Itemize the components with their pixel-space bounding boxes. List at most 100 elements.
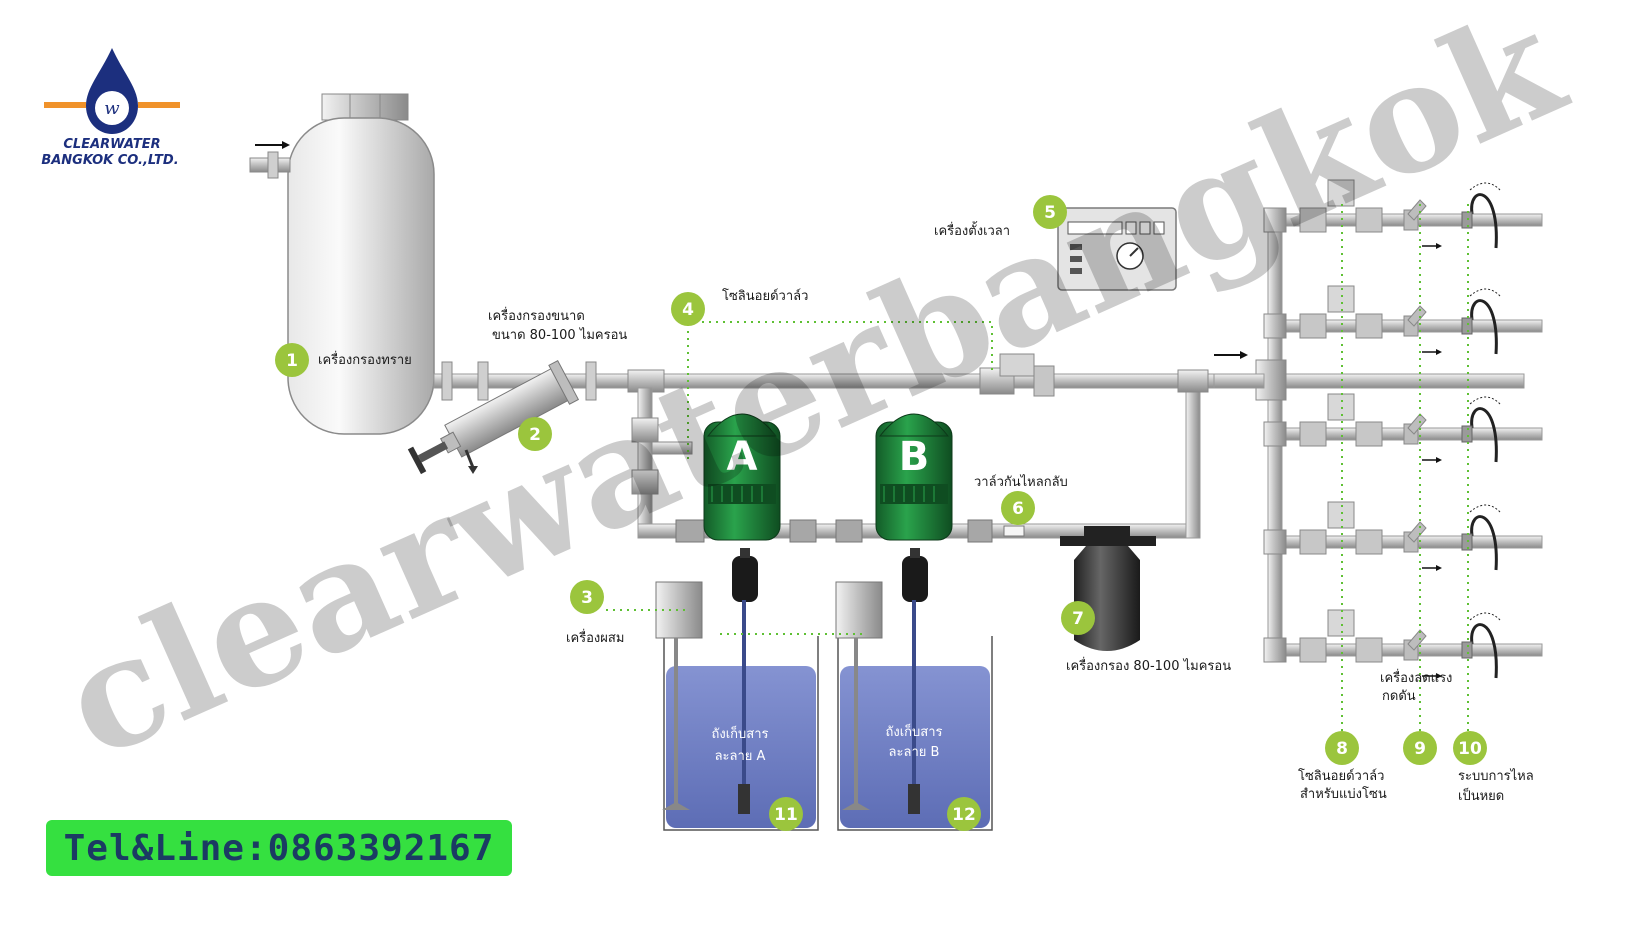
svg-text:8: 8 <box>1336 739 1348 759</box>
chemical-tank-b <box>835 581 993 831</box>
badge-6 <box>1001 491 1035 525</box>
zone-row-3 <box>1263 393 1543 463</box>
zone-flow-arrow-head <box>1436 565 1442 571</box>
drip-arc <box>1469 612 1501 621</box>
svg-text:7: 7 <box>1072 609 1084 629</box>
bypass-up-pipe <box>1185 387 1201 539</box>
logo-line2: BANGKOK CO.,LTD. <box>41 153 178 168</box>
irrigation-timer <box>1057 207 1177 291</box>
zone-row-4 <box>1263 501 1543 571</box>
zone-solenoid-icon <box>1327 285 1355 313</box>
zone-row-5 <box>1263 609 1543 679</box>
badge-11 <box>769 797 803 831</box>
pump-b-injector <box>902 556 928 602</box>
label-tank-a-line2: ละลาย A <box>715 749 766 764</box>
chemical-tank-a <box>655 581 819 831</box>
badge-1 <box>275 343 309 377</box>
zone-valve-body <box>1299 421 1327 447</box>
svg-text:11: 11 <box>774 805 798 825</box>
labels: เครื่องกรองทราย เครื่องกรองขนาด ขนาด 80-… <box>318 221 1534 804</box>
drip-emitter-icon <box>1470 299 1498 355</box>
pressure-reducer-cap <box>1407 521 1427 543</box>
dosing-pump-a: A <box>703 413 781 602</box>
pressure-reducer-cap <box>1407 629 1427 651</box>
drip-arc <box>1469 288 1501 297</box>
zone-tee <box>1263 529 1287 555</box>
mixer-inlet-pipe <box>651 441 693 455</box>
zone-valve-body <box>1355 313 1383 339</box>
label-tank-b-line2: ละลาย B <box>889 745 940 760</box>
zone-valve-body <box>1299 529 1327 555</box>
pump-a-letter: A <box>727 434 758 480</box>
zone-valve-body <box>1355 637 1383 663</box>
logo-line1: CLEARWATER <box>63 137 160 152</box>
zone-row-1 <box>1263 179 1543 249</box>
label-drip-line2: เป็นหยด <box>1458 786 1504 804</box>
drip-arc <box>1469 182 1501 191</box>
zone-flow-arrow-head <box>1436 673 1442 679</box>
label-mixer: เครื่องผสม <box>566 629 624 646</box>
label-screen-filter-line1: เครื่องกรองขนาด <box>488 307 585 324</box>
zone-valve-body <box>1355 529 1383 555</box>
pressure-reducer-cap <box>1407 413 1427 435</box>
pressure-reducer-cap <box>1407 305 1427 327</box>
badge-5 <box>1033 195 1067 229</box>
mixer-b-motor <box>835 581 883 639</box>
label-tank-b-line1: ถังเก็บสาร <box>885 722 942 740</box>
svg-text:6: 6 <box>1012 499 1024 519</box>
callout-lines <box>606 204 1469 740</box>
label-pressure-reducer-line1: เครื่องลดแรง <box>1380 669 1452 686</box>
drip-arc <box>1469 396 1501 405</box>
solenoid-valve-main <box>979 353 1055 397</box>
zone-tee <box>1263 421 1287 447</box>
zone-flow-arrow-head <box>1436 349 1442 355</box>
tank-top-cap <box>321 93 409 121</box>
zone-tee <box>1263 207 1287 233</box>
label-zone-valve-line2: สำหรับแบ่งโซน <box>1300 786 1387 802</box>
zone-flow-arrow-head <box>1436 457 1442 463</box>
label-pressure-reducer-line2: กดดัน <box>1382 689 1416 704</box>
zone-valve-body <box>1299 637 1327 663</box>
svg-text:9: 9 <box>1414 739 1426 759</box>
svg-text:4: 4 <box>682 300 694 320</box>
logo-bar-left <box>44 102 86 108</box>
zone-valve-body <box>1355 421 1383 447</box>
label-drip-line1: ระบบการไหล <box>1458 768 1534 784</box>
zone-flow-arrow-head <box>1436 243 1442 249</box>
logo-monogram-icon: w <box>104 98 120 119</box>
tank-body <box>287 117 435 435</box>
label-solenoid-valve: โซลินอยด์วาล์ว <box>722 288 808 304</box>
svg-text:12: 12 <box>952 805 976 825</box>
label-zone-valve-line1: โซลินอยด์วาล์ว <box>1298 768 1384 784</box>
zone-tee <box>1263 313 1287 339</box>
badge-12 <box>947 797 981 831</box>
svg-text:3: 3 <box>581 588 593 608</box>
zone-valve-body <box>1299 207 1327 233</box>
label-sand-filter: เครื่องกรองทราย <box>318 351 412 368</box>
sand-filter-tank <box>249 93 435 435</box>
badges: 1 2 3 4 5 6 7 8 9 10 11 12 <box>275 195 1487 831</box>
company-logo: w CLEARWATER BANGKOK CO.,LTD. <box>41 48 180 168</box>
pressure-reducer-cap <box>1407 199 1427 221</box>
logo-ring <box>95 91 129 125</box>
svg-text:5: 5 <box>1044 203 1056 223</box>
zone-solenoid-icon <box>1327 501 1355 529</box>
zone-row-2 <box>1263 285 1543 355</box>
contact-banner[interactable]: Tel&Line:0863392167 <box>46 820 512 876</box>
badge-10 <box>1453 731 1487 765</box>
pump-b-letter: B <box>899 434 930 480</box>
badge-4 <box>671 292 705 326</box>
zone-valve-body <box>1355 207 1383 233</box>
zone-manifold <box>1213 179 1543 679</box>
badge-3 <box>570 580 604 614</box>
tank-a-liquid <box>666 666 816 828</box>
drip-emitter-icon <box>1470 193 1498 249</box>
dosing-pump-b: B <box>875 413 953 602</box>
badge-2 <box>518 417 552 451</box>
zone-tee <box>1263 637 1287 663</box>
label-tank-a-line1: ถังเก็บสาร <box>711 724 768 742</box>
drip-emitter-icon <box>1470 407 1498 463</box>
screen-filter <box>407 359 580 475</box>
label-screen-filter-line2: ขนาด 80-100 ไมครอน <box>492 327 627 343</box>
